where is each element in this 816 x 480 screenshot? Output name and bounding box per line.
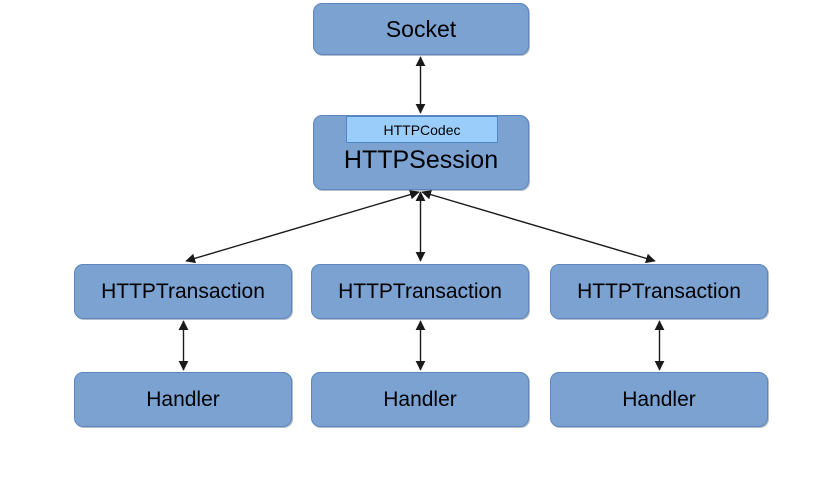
node-httptransaction-1[interactable]: HTTPTransaction	[311, 264, 529, 319]
node-httpcodec-label: HTTPCodec	[383, 121, 461, 138]
node-handler-0[interactable]: Handler	[74, 372, 292, 427]
node-httpsession[interactable]: HTTPCodec HTTPSession	[313, 115, 529, 190]
node-httptransaction-0[interactable]: HTTPTransaction	[74, 264, 292, 319]
node-httptransaction-2[interactable]: HTTPTransaction	[550, 264, 768, 319]
node-httptransaction-1-label: HTTPTransaction	[338, 280, 502, 303]
node-handler-1-label: Handler	[383, 388, 457, 411]
node-socket-label: Socket	[385, 15, 457, 42]
node-handler-0-label: Handler	[146, 388, 220, 411]
node-httpcodec[interactable]: HTTPCodec	[346, 116, 498, 143]
node-httptransaction-2-label: HTTPTransaction	[577, 280, 741, 303]
node-socket[interactable]: Socket	[313, 3, 529, 55]
node-handler-1[interactable]: Handler	[311, 372, 529, 427]
node-handler-2[interactable]: Handler	[550, 372, 768, 427]
node-httpsession-label: HTTPSession	[343, 146, 499, 174]
node-handler-2-label: Handler	[622, 388, 696, 411]
node-httptransaction-0-label: HTTPTransaction	[101, 280, 265, 303]
edge-session-transaction-left	[185, 189, 420, 264]
edge-session-transaction-right	[421, 189, 656, 264]
